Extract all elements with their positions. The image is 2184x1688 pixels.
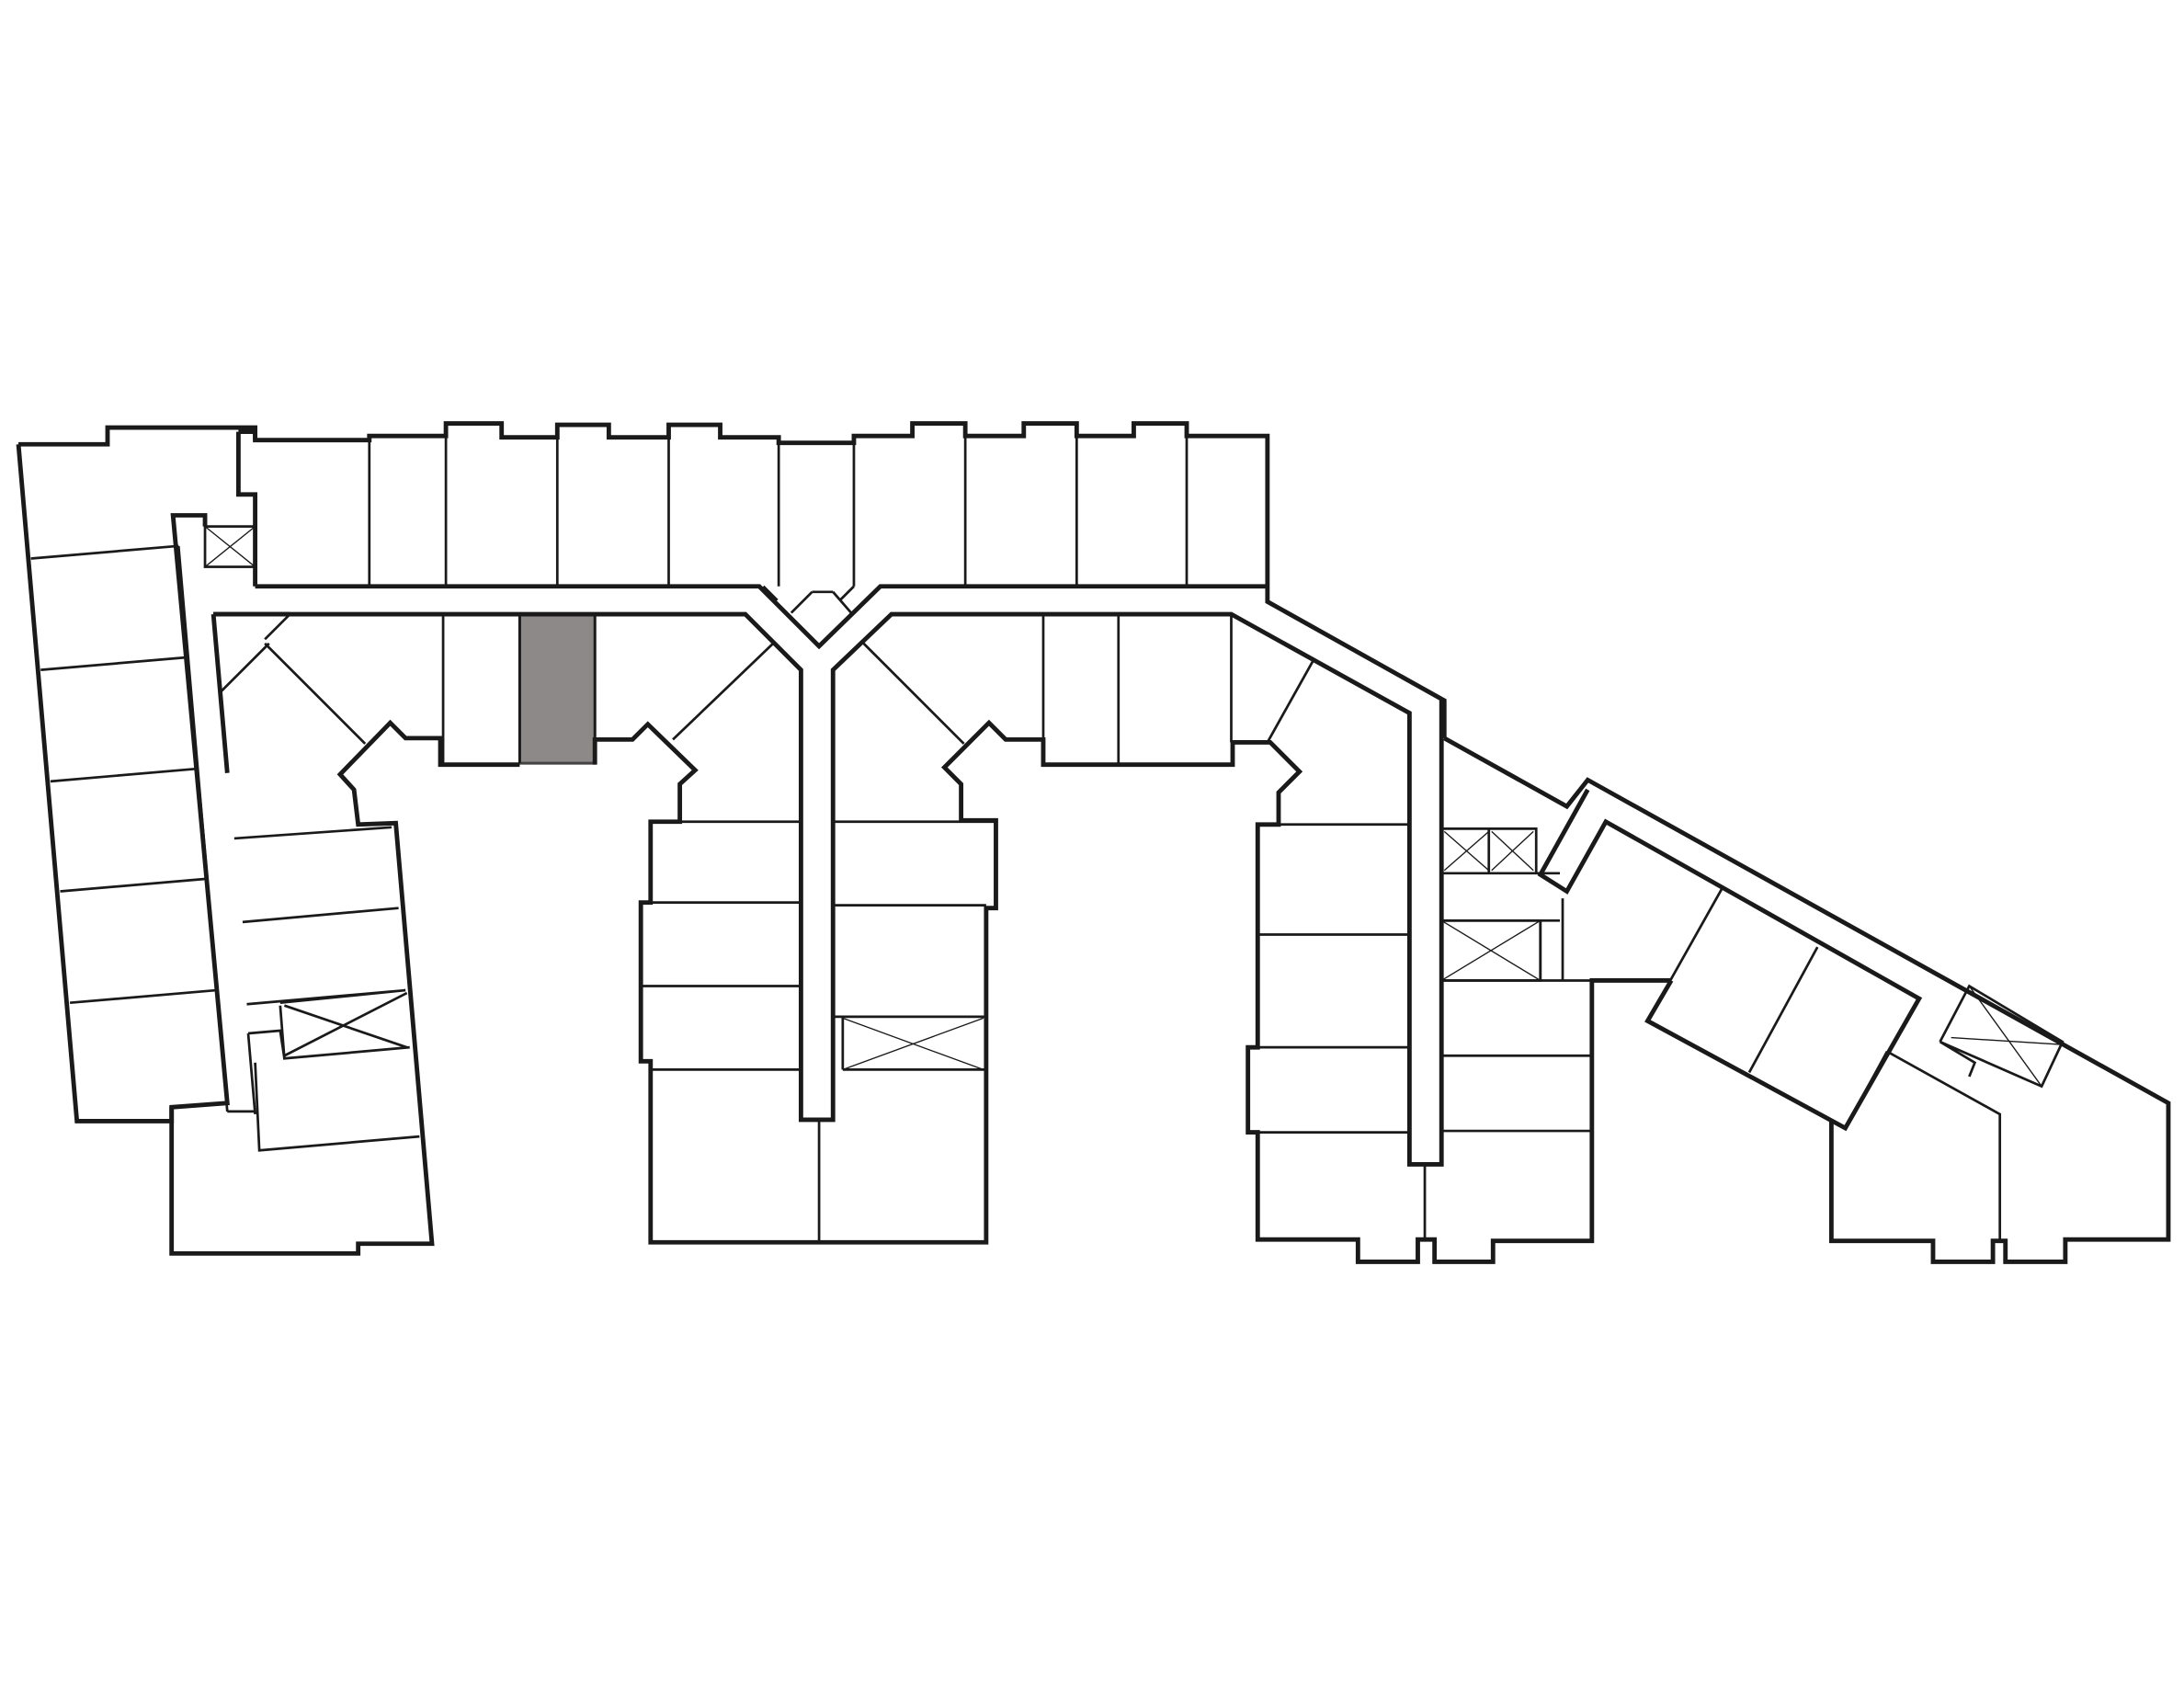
west-wing <box>16 425 520 1256</box>
highlighted-unit[interactable] <box>518 612 597 765</box>
east-block <box>1439 736 2171 1264</box>
central-block <box>213 611 1672 1264</box>
north-block <box>238 421 1447 738</box>
